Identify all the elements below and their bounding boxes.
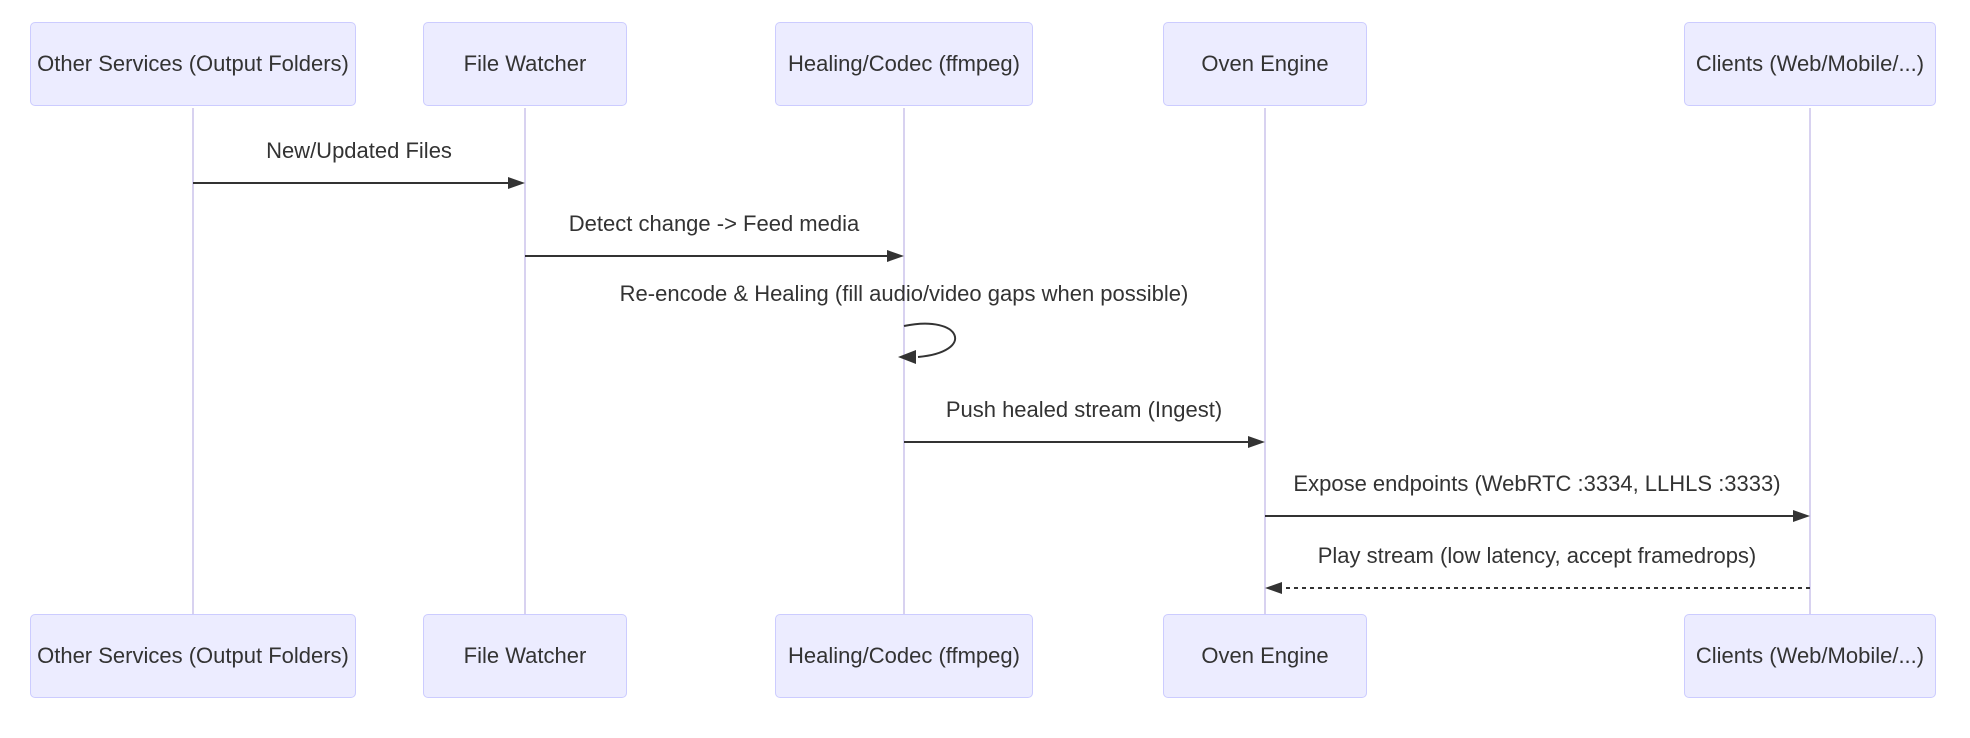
message-arrow-detect-change <box>525 250 904 262</box>
arrowhead-right-icon <box>1248 436 1265 448</box>
participant-label: Healing/Codec (ffmpeg) <box>788 643 1020 668</box>
arrowhead-right-icon <box>887 250 904 262</box>
participant-label: Healing/Codec (ffmpeg) <box>788 51 1020 76</box>
participant-box-other-services-top: Other Services (Output Folders) <box>30 22 356 106</box>
message-label-new-updated-files: New/Updated Files <box>266 138 452 163</box>
participant-box-file-watcher-bottom: File Watcher <box>423 614 627 698</box>
participant-box-other-services-bottom: Other Services (Output Folders) <box>30 614 356 698</box>
message-arrow-push-healed-stream <box>904 436 1265 448</box>
message-arrow-expose-endpoints <box>1265 510 1810 522</box>
participant-label: File Watcher <box>463 51 587 76</box>
participant-box-clients-bottom: Clients (Web/Mobile/...) <box>1684 614 1936 698</box>
message-label-push-healed-stream: Push healed stream (Ingest) <box>945 397 1223 422</box>
participant-box-oven-engine-top: Oven Engine <box>1163 22 1367 106</box>
participant-label: Clients (Web/Mobile/...) <box>1695 51 1925 76</box>
participant-box-healing-codec-top: Healing/Codec (ffmpeg) <box>775 22 1033 106</box>
message-label-re-encode-healing: Re-encode & Healing (fill audio/video ga… <box>619 281 1189 306</box>
participant-label: Oven Engine <box>1201 51 1329 76</box>
participant-box-file-watcher-top: File Watcher <box>423 22 627 106</box>
arrowhead-right-icon <box>508 177 525 189</box>
arrowhead-right-icon <box>1793 510 1810 522</box>
participant-box-oven-engine-bottom: Oven Engine <box>1163 614 1367 698</box>
message-label-play-stream: Play stream (low latency, accept framedr… <box>1317 543 1757 568</box>
arrowhead-left-icon <box>898 350 916 364</box>
participant-box-healing-codec-bottom: Healing/Codec (ffmpeg) <box>775 614 1033 698</box>
participant-label: Oven Engine <box>1201 643 1329 668</box>
message-self-loop-re-encode <box>898 322 957 364</box>
participant-label: Other Services (Output Folders) <box>37 643 349 668</box>
participant-label: Other Services (Output Folders) <box>37 51 349 76</box>
message-arrow-new-updated-files <box>193 177 525 189</box>
participant-label: Clients (Web/Mobile/...) <box>1695 643 1925 668</box>
arrowhead-left-icon <box>1265 582 1282 594</box>
message-arrow-play-stream <box>1265 582 1810 594</box>
participant-label: File Watcher <box>463 643 587 668</box>
message-label-expose-endpoints: Expose endpoints (WebRTC :3334, LLHLS :3… <box>1293 471 1781 496</box>
message-label-detect-change: Detect change -> Feed media <box>568 211 860 236</box>
participant-box-clients-top: Clients (Web/Mobile/...) <box>1684 22 1936 106</box>
